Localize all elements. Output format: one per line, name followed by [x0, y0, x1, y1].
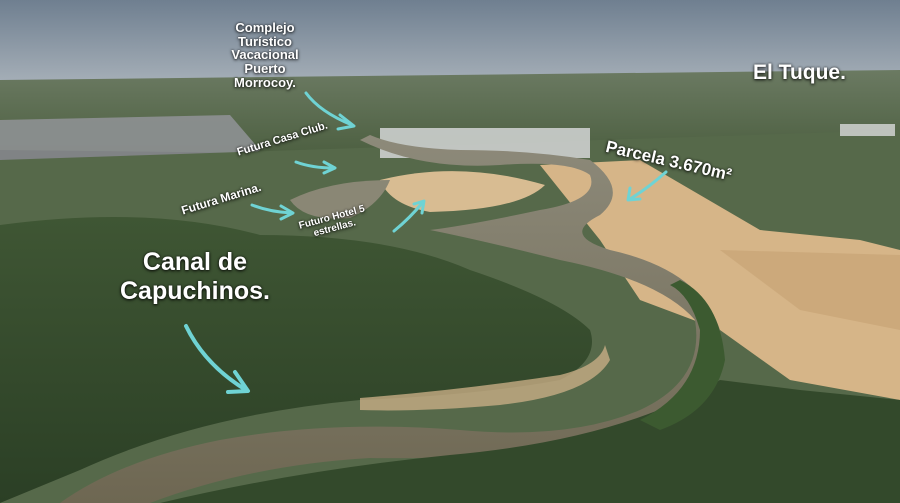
- marina-basin: [290, 180, 390, 219]
- label-complejo-line5: Morrocoy.: [234, 74, 296, 90]
- label-canal-capuchinos: Canal de Capuchinos.: [100, 248, 290, 306]
- mangrove-forest-left: [0, 217, 592, 503]
- river: [60, 135, 720, 503]
- label-complejo-line3: Vacacional: [231, 47, 299, 63]
- label-el-tuque: El Tuque.: [753, 61, 846, 84]
- label-complejo-turistico: Complejo Turístico Vacacional Puerto Mor…: [215, 21, 315, 89]
- label-complejo-line4: Puerto: [244, 60, 286, 76]
- label-canal-line2: Capuchinos.: [119, 276, 270, 305]
- label-complejo-line2: Turístico: [238, 33, 292, 49]
- label-complejo-line1: Complejo: [235, 20, 295, 35]
- mangrove-forest-bottom: [160, 380, 900, 503]
- cleared-land: [540, 160, 900, 400]
- label-canal-line1: Canal de: [142, 248, 248, 276]
